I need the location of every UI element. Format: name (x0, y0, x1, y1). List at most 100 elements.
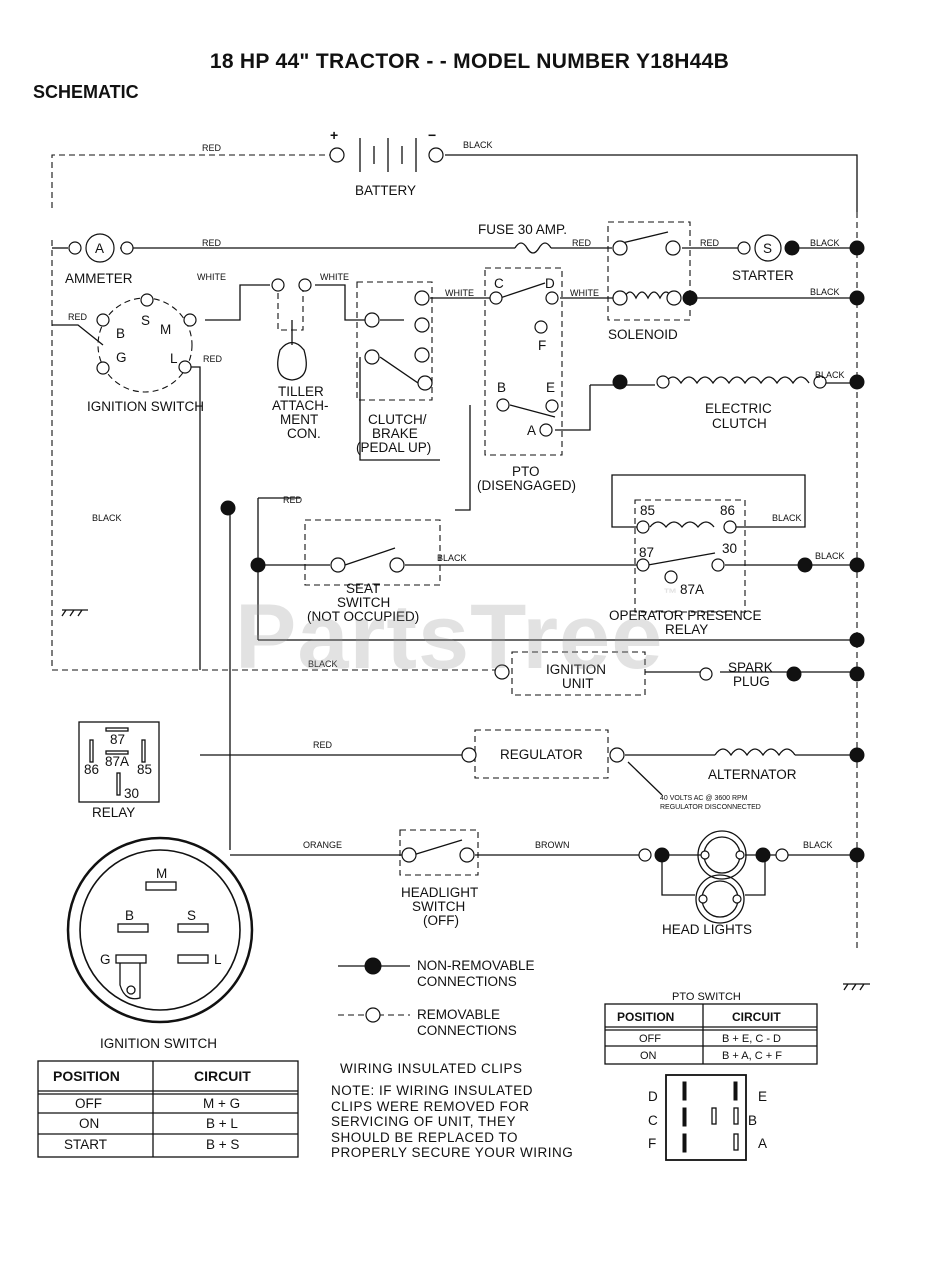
alternator: ALTERNATOR (708, 767, 797, 782)
ignition-terminal-g: G (116, 350, 127, 365)
wire-label-red: RED (68, 312, 88, 322)
tiller-label-4: CON. (287, 426, 321, 441)
relay-terminal-87a: 87A (680, 582, 704, 597)
spark-plug-label-1: SPARK (728, 660, 773, 675)
ammeter-symbol: A (95, 241, 104, 256)
ignition-unit-label-2: UNIT (562, 676, 594, 691)
pto-switch-detail-e: E (758, 1089, 767, 1104)
wire-label-black: BLACK (815, 370, 845, 380)
wires (51, 154, 870, 991)
wire-label-black: BLACK (92, 513, 122, 523)
ignition-unit: IGNITION UNIT (494, 662, 606, 691)
ignition-detail-s: S (187, 908, 196, 923)
starter-label: STARTER (732, 268, 794, 283)
battery-label: BATTERY (355, 183, 416, 198)
clips-note-line: SERVICING OF UNIT, THEY (331, 1114, 516, 1129)
clips-note-line: NOTE: IF WIRING INSULATED (331, 1083, 533, 1098)
legend-non-removable-1: NON-REMOVABLE (417, 958, 535, 973)
wire-label-red: RED (700, 238, 720, 248)
pto-position-table: PTO SWITCH POSITION CIRCUIT OFF B + E, C… (604, 991, 818, 1065)
relay-detail-86: 86 (84, 762, 99, 777)
pto-terminal-e: E (546, 380, 555, 395)
regulator: REGULATOR 40 VOLTS AC @ 3600 RPM REGULAT… (461, 747, 761, 811)
wire-color-labels: RED BLACK RED RED RED BLACK BLACK WHITE … (68, 140, 845, 850)
clutch-brake-switch: CLUTCH/ BRAKE (PEDAL UP) (356, 290, 433, 455)
clips-note-line: PROPERLY SECURE YOUR WIRING (331, 1145, 573, 1160)
wire-label-black: BLACK (810, 287, 840, 297)
ammeter-label: AMMETER (65, 271, 133, 286)
seat-switch: SEAT SWITCH (NOT OCCUPIED) (307, 557, 419, 624)
ignition-terminal-b: B (116, 326, 125, 341)
ignition-detail-caption: IGNITION SWITCH (100, 1036, 217, 1051)
clips-note-heading: WIRING INSULATED CLIPS (340, 1061, 523, 1076)
wire-label-red: RED (572, 238, 592, 248)
wire-label-red: RED (283, 495, 303, 505)
wire-label-orange: ORANGE (303, 840, 342, 850)
ignition-switch-label: IGNITION SWITCH (87, 399, 204, 414)
clutch-brake-label-2: BRAKE (372, 426, 418, 441)
relay-detail-30: 30 (124, 786, 139, 801)
legend-non-removable-2: CONNECTIONS (417, 974, 517, 989)
spark-plug-label-2: PLUG (733, 674, 770, 689)
junction-dots (220, 240, 865, 863)
ignition-table-header-circuit: CIRCUIT (194, 1068, 251, 1084)
wire-label-black: BLACK (308, 659, 338, 669)
pto-table-cell: ON (640, 1050, 657, 1062)
page-title: 18 HP 44" TRACTOR - - MODEL NUMBER Y18H4… (209, 50, 730, 73)
ignition-table-header-position: POSITION (53, 1068, 120, 1084)
pto-table-cell: OFF (639, 1033, 661, 1045)
headlight-switch-label-2: SWITCH (412, 899, 465, 914)
ignition-detail-m: M (156, 866, 167, 881)
schematic-heading: SCHEMATIC (33, 82, 139, 102)
relay-detail-87: 87 (110, 732, 125, 747)
seat-switch-label-3: (NOT OCCUPIED) (307, 609, 419, 624)
partstree-watermark: PartsTree™ (235, 585, 679, 688)
ignition-unit-label-1: IGNITION (546, 662, 606, 677)
head-lights: HEAD LIGHTS (638, 830, 789, 937)
ignition-position-table: POSITION CIRCUIT OFF M + G ON B + L STAR… (37, 1060, 299, 1158)
ignition-detail-l: L (214, 952, 222, 967)
pto-table-header-circuit: CIRCUIT (732, 1010, 781, 1024)
relay-detail-85: 85 (137, 762, 152, 777)
clutch-brake-label-1: CLUTCH/ (368, 412, 427, 427)
relay-detail-87a: 87A (105, 754, 129, 769)
pto-terminal-d: D (545, 276, 555, 291)
ignition-terminal-l: L (170, 351, 178, 366)
tiller-label-2: ATTACH- (272, 398, 329, 413)
ignition-detail-g: G (100, 952, 111, 967)
wire-label-black: BLACK (803, 840, 833, 850)
pto-terminal-f: F (538, 338, 546, 353)
connection-legend: NON-REMOVABLE CONNECTIONS REMOVABLE CONN… (338, 957, 535, 1038)
clutch-brake-label-3: (PEDAL UP) (356, 440, 431, 455)
operator-relay-label-1: OPERATOR PRESENCE (609, 608, 762, 623)
pto-switch-detail: D E C B F A (648, 1074, 767, 1161)
clips-note-line: SHOULD BE REPLACED TO (331, 1130, 518, 1145)
electric-clutch-label-2: CLUTCH (712, 416, 767, 431)
relay-terminal-85: 85 (640, 503, 655, 518)
head-lights-label: HEAD LIGHTS (662, 922, 752, 937)
seat-switch-label-1: SEAT (346, 581, 380, 596)
wire-label-brown: BROWN (535, 840, 570, 850)
fuse-label: FUSE 30 AMP. (478, 222, 567, 237)
pto-label-1: PTO (512, 464, 540, 479)
ignition-table-cell: B + L (206, 1116, 238, 1131)
wire-label-black: BLACK (772, 513, 802, 523)
relay-terminal-30: 30 (722, 541, 737, 556)
pto-terminal-c: C (494, 276, 504, 291)
pto-switch-detail-d: D (648, 1089, 658, 1104)
wire-label-black: BLACK (810, 238, 840, 248)
tiller-attachment-connector: TILLER ATTACH- MENT CON. (271, 278, 329, 441)
wire-label-white: WHITE (320, 272, 349, 282)
wire-label-white: WHITE (445, 288, 474, 298)
electric-clutch: ELECTRIC CLUTCH (656, 375, 827, 431)
wire-label-black: BLACK (437, 553, 467, 563)
pto-terminal-a: A (527, 423, 536, 438)
pto-label-2: (DISENGAGED) (477, 478, 576, 493)
relay-terminal-86: 86 (720, 503, 735, 518)
ignition-switch: B S M G L IGNITION SWITCH (87, 293, 204, 414)
starter-symbol: S (763, 241, 772, 256)
ammeter: A AMMETER (65, 233, 134, 286)
ignition-table-cell: M + G (203, 1096, 240, 1111)
pto-switch-detail-a: A (758, 1136, 767, 1151)
wire-label-red: RED (202, 143, 222, 153)
